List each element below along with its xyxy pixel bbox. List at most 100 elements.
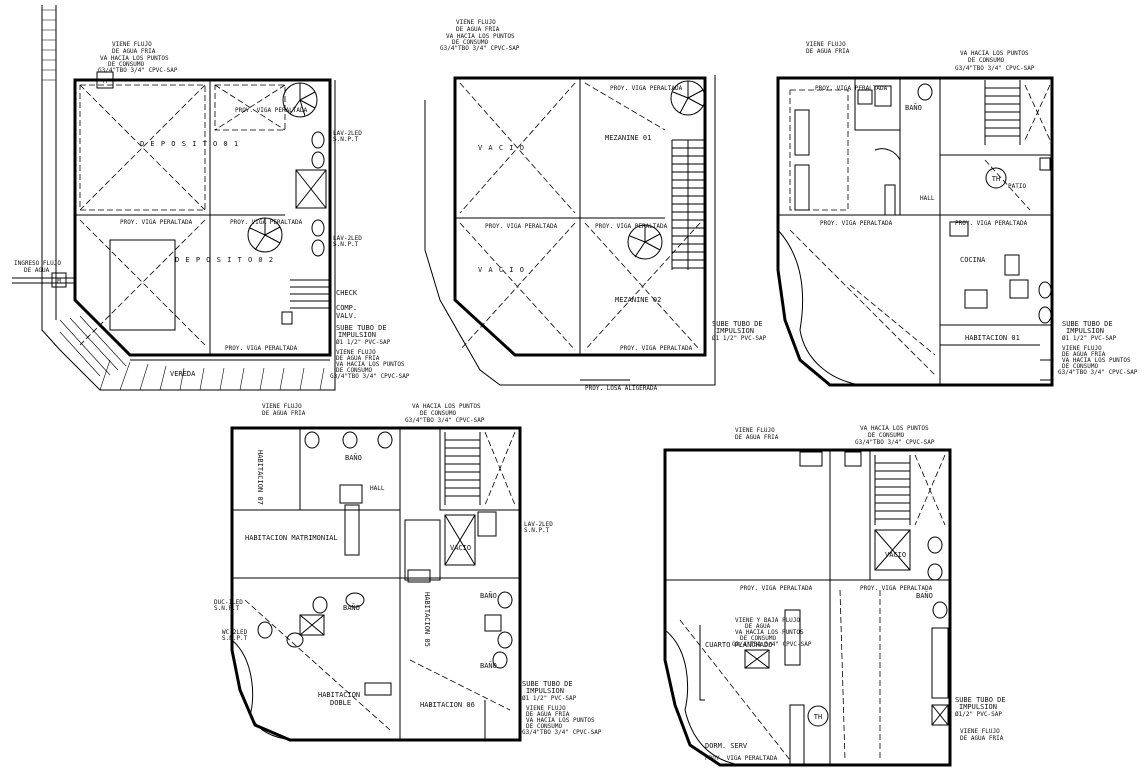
p3-bano: BAÑO xyxy=(905,103,922,112)
p5-sube-0: SUBE TUBO DE xyxy=(955,696,1006,704)
p3-patio: PATIO xyxy=(1008,183,1026,190)
p3-agua-bottom-0: VIENE FLUJO xyxy=(1062,345,1102,352)
p1-lav2-0: LAV-2LED xyxy=(333,235,362,242)
p1-agua-top-4: G3/4"TBO 3/4" CPVC-SAP xyxy=(98,67,178,74)
p3-agua-top-3: DE CONSUMO xyxy=(968,57,1005,64)
p5-agua-mid-0: VIENE Y BAJA FLUJO xyxy=(735,617,800,624)
p4-agua-bottom-0: VIENE FLUJO xyxy=(526,705,566,712)
p1-agua-bottom-0: VIENE FLUJO xyxy=(336,349,376,356)
p4-habitacion-5: HABITACION 05 xyxy=(423,592,431,647)
p4-bano-1: BAÑO xyxy=(345,453,362,462)
p4-bano-3: BAÑO xyxy=(480,591,497,600)
p5-dorm-serv: DORM. SERV xyxy=(705,742,748,750)
p1-sube-2: Ø1 1/2" PVC-SAP xyxy=(336,339,391,346)
p1-sube-1: IMPULSION xyxy=(338,331,376,339)
p1-agua-bottom-4: G3/4"TBO 3/4" CPVC-SAP xyxy=(330,373,410,380)
plan-3-first-floor: TH VIENE FLUJO DE AGUA FRIA VA HACIA LOS… xyxy=(776,41,1138,387)
p3-th: TH xyxy=(992,175,1000,183)
p1-comp-1: VALV. xyxy=(336,312,357,320)
plan-2-mezzanine: VIENE FLUJO DE AGUA FRIA VA HACIA LOS PU… xyxy=(424,19,767,392)
p3-agua-bottom-3: DE CONSUMO xyxy=(1062,363,1099,370)
p5-agua-bottom-1: DE AGUA FRIA xyxy=(960,735,1004,742)
p5-prov-viga-1: PROY. VIGA PERALTADA xyxy=(740,585,813,592)
p2-prov-viga-2: PROY. VIGA PERALTADA xyxy=(485,223,558,230)
p4-hab-doble-1: DOBLE xyxy=(330,699,351,707)
p4-hall: HALL xyxy=(370,485,385,492)
p2-mezanine-1: MEZANINE 01 xyxy=(605,134,651,142)
p1-prov-viga-2: PROY. VIGA PERALTADA xyxy=(120,219,193,226)
p1-deposito-2: D E P O S I T O 0 2 xyxy=(175,256,274,264)
p2-sube-2: Ø1 1/2" PVC-SAP xyxy=(712,335,767,342)
p1-vereda: VEREDA xyxy=(170,370,196,378)
svg-text:M: M xyxy=(103,78,107,85)
p4-sube-0: SUBE TUBO DE xyxy=(522,680,573,688)
p2-agua-top-1: DE AGUA FRIA xyxy=(456,26,500,33)
plan-1-deposits: M M VIENE FLUJO DE AGUA FRIA VA HACIA LO… xyxy=(12,5,410,391)
p5-cuarto-planchado: CUARTO PLANCHADO xyxy=(705,641,772,649)
p5-agua-top-3: DE CONSUMO xyxy=(868,432,905,439)
p1-prov-viga-1: PROY. VIGA PERALTADA xyxy=(235,107,308,114)
p4-sube-1: IMPULSION xyxy=(526,687,564,695)
p1-prov-viga-3: PROY. VIGA PERALTADA xyxy=(230,219,303,226)
p1-deposito-1: D E P O S I T O 0 1 xyxy=(140,140,239,148)
p1-agua-top-1: DE AGUA FRIA xyxy=(112,48,156,55)
p3-agua-bottom-2: VA HACIA LOS PUNTOS xyxy=(1062,357,1131,364)
p4-hab-matrimonial: HABITACION MATRIMONIAL xyxy=(245,534,338,542)
p4-agua-top-3: DE CONSUMO xyxy=(420,410,457,417)
p4-agua-bottom-3: DE CONSUMO xyxy=(526,723,563,730)
p4-habitacion-7: HABITACION 07 xyxy=(256,450,264,505)
p4-agua-bottom-4: G3/4"TBO 3/4" CPVC-SAP xyxy=(522,729,602,736)
p4-duc-1: S.N.P.T xyxy=(214,605,240,612)
p2-prov-losa: PROY. LOSA ALIGERADA xyxy=(585,385,658,392)
p4-wc-0: WC-2LED xyxy=(222,629,248,636)
p3-sube-0: SUBE TUBO DE xyxy=(1062,320,1113,328)
p2-agua-top-4: G3/4"TBO 3/4" CPVC-SAP xyxy=(440,45,520,52)
p5-prov-viga-2: PROY. VIGA PERALTADA xyxy=(860,585,933,592)
p1-agua-top-2: VA HACIA LOS PUNTOS xyxy=(100,55,169,62)
p5-agua-mid-2: VA HACIA LOS PUNTOS xyxy=(735,629,804,636)
plan-5-roof-floor: TH VIENE FLUJO DE AGUA FRIA VA HACIA LOS… xyxy=(663,425,1006,767)
p5-agua-mid-3: DE CONSUMO xyxy=(740,635,777,642)
p3-agua-top-1: DE AGUA FRIA xyxy=(806,48,850,55)
p5-prov-viga-3: PROY. VIGA PERALTADA xyxy=(705,755,778,762)
p3-agua-top-4: G3/4"TBO 3/4" CPVC-SAP xyxy=(955,65,1035,72)
svg-text:M: M xyxy=(57,278,61,285)
p1-sube-0: SUBE TUBO DE xyxy=(336,324,387,332)
p5-agua-mid-1: DE AGUA xyxy=(745,623,771,630)
p4-bano-2: BAÑO xyxy=(343,603,360,612)
p5-vacio: VACIO xyxy=(885,551,906,559)
p2-agua-top-0: VIENE FLUJO xyxy=(456,19,496,26)
p2-mezanine-2: MEZANINE 02 xyxy=(615,296,661,304)
p1-agua-bottom-2: VA HACIA LOS PUNTOS xyxy=(336,361,405,368)
p3-prov-viga-3: PROY. VIGA PERALTADA xyxy=(955,220,1028,227)
p4-agua-top-2: VA HACIA LOS PUNTOS xyxy=(412,403,481,410)
p2-agua-top-2: VA HACIA LOS PUNTOS xyxy=(446,33,515,40)
p4-vacio: VACIO xyxy=(450,544,471,552)
p4-duc-0: DUC-1LED xyxy=(214,599,243,606)
p4-lav-1: S.N.P.T xyxy=(524,527,550,534)
p3-agua-top-2: VA HACIA LOS PUNTOS xyxy=(960,50,1029,57)
p1-comp-0: COMP. xyxy=(336,304,357,312)
p3-cocina: COCINA xyxy=(960,256,986,264)
plan-4-second-floor: VIENE FLUJO DE AGUA FRIA VA HACIA LOS PU… xyxy=(214,403,602,742)
p4-agua-top-1: DE AGUA FRIA xyxy=(262,410,306,417)
p5-agua-top-0: VIENE FLUJO xyxy=(735,427,775,434)
p2-vacio-1: V A C I O xyxy=(478,144,525,152)
p3-agua-bottom-4: G3/4"TBO 3/4" CPVC-SAP xyxy=(1058,369,1138,376)
p5-agua-mid-4: G3/4"TBO 3/4" CPVC-SAP xyxy=(732,641,812,648)
p5-bano: BAÑO xyxy=(916,591,933,600)
p5-agua-top-2: VA HACIA LOS PUNTOS xyxy=(860,425,929,432)
p2-prov-viga-4: PROY. VIGA PERALTADA xyxy=(620,345,693,352)
p3-prov-viga-2: PROY. VIGA PERALTADA xyxy=(820,220,893,227)
p2-agua-top-3: DE CONSUMO xyxy=(452,39,489,46)
p4-habitacion-6: HABITACION 06 xyxy=(420,701,475,709)
p1-ingreso-1: DE AGUA xyxy=(24,267,50,274)
p1-prov-viga-4: PROY. VIGA PERALTADA xyxy=(225,345,298,352)
p4-wc-1: S.N.P.T xyxy=(222,635,248,642)
p3-sube-2: Ø1 1/2" PVC-SAP xyxy=(1062,335,1117,342)
p4-agua-top-0: VIENE FLUJO xyxy=(262,403,302,410)
p2-sube-1: IMPULSION xyxy=(716,327,754,335)
p2-vacio-2: V A C I O xyxy=(478,266,525,274)
